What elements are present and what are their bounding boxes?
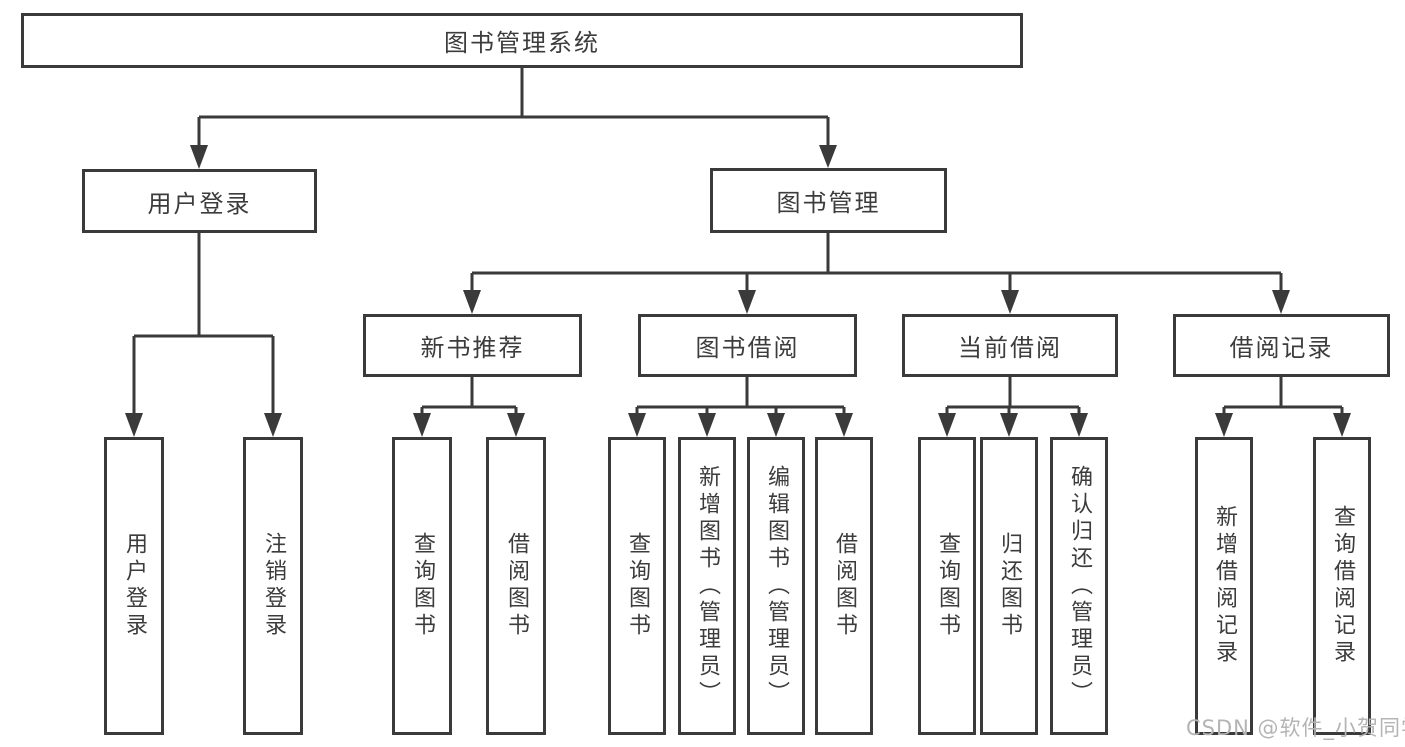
leaf-borrow-add-book-admin: 新增图书（管理员）: [678, 437, 736, 735]
leaf-logout: 注销登录: [243, 437, 303, 735]
leaf-current-confirm-return-admin: 确认归还（管理员）: [1050, 437, 1108, 735]
leaf-user-login: 用户登录: [104, 437, 164, 735]
arrowheads: [125, 145, 1351, 437]
node-book-borrowing: 图书借阅: [638, 314, 857, 377]
node-borrowing-records: 借阅记录: [1173, 314, 1390, 377]
leaf-recommend-borrow-book: 借阅图书: [486, 437, 546, 735]
leaf-current-return-book: 归还图书: [980, 437, 1038, 735]
node-current-borrowing: 当前借阅: [902, 314, 1118, 377]
node-book-management: 图书管理: [710, 168, 947, 233]
node-user-login: 用户登录: [82, 169, 317, 233]
leaf-records-add-record: 新增借阅记录: [1195, 437, 1253, 735]
leaf-current-search-book: 查询图书: [918, 437, 976, 735]
node-library-management-system: 图书管理系统: [21, 13, 1023, 68]
leaf-borrow-borrow-book: 借阅图书: [815, 437, 873, 735]
csdn-watermark: CSDN @软件_小贺同学: [1186, 716, 1405, 740]
node-new-book-recommend: 新书推荐: [363, 314, 582, 377]
leaf-borrow-search-book: 查询图书: [608, 437, 666, 735]
leaf-records-search-record: 查询借阅记录: [1313, 437, 1371, 735]
leaf-borrow-edit-book-admin: 编辑图书（管理员）: [747, 437, 805, 735]
leaf-recommend-search-book: 查询图书: [392, 437, 452, 735]
